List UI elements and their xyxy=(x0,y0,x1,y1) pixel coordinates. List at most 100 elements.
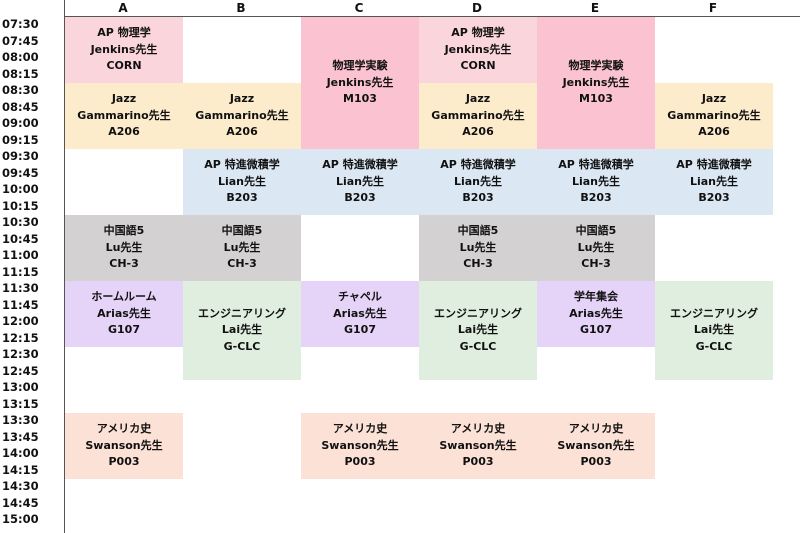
teacher-name: Arias先生 xyxy=(333,306,387,320)
teacher-name: Lian先生 xyxy=(217,174,267,188)
room-code: A206 xyxy=(108,125,140,139)
room-code: G107 xyxy=(108,323,140,337)
class-name: AP 特進微積学 xyxy=(204,158,280,172)
room-code: A206 xyxy=(698,125,730,139)
room-code: G-CLC xyxy=(695,339,733,353)
teacher-name: Arias先生 xyxy=(569,306,623,320)
time-label: 07:45 xyxy=(2,33,39,48)
class-name: 中国語5 xyxy=(575,224,617,238)
time-label: 14:45 xyxy=(2,495,39,510)
time-label: 13:15 xyxy=(2,396,39,411)
column-header-b: B xyxy=(236,1,246,15)
room-code: CH-3 xyxy=(581,257,611,271)
teacher-name: Lai先生 xyxy=(221,323,263,337)
teacher-name: Swanson先生 xyxy=(439,438,517,452)
room-code: CORN xyxy=(460,59,496,73)
room-code: CH-3 xyxy=(463,257,493,271)
class-name: アメリカ史 xyxy=(96,422,152,436)
time-label: 10:45 xyxy=(2,231,39,246)
time-label: 13:30 xyxy=(2,413,39,427)
time-label: 11:30 xyxy=(2,281,39,295)
time-label: 15:00 xyxy=(2,512,39,526)
teacher-name: Lu先生 xyxy=(459,240,497,254)
class-block[interactable]: AP 特進微積学 Lian先生 B203 xyxy=(301,149,419,215)
time-label: 09:45 xyxy=(2,165,39,180)
class-name: ホームルーム xyxy=(91,290,157,304)
time-label: 09:30 xyxy=(2,149,39,163)
class-name: Jazz xyxy=(229,92,255,106)
class-name: エンジニアリング xyxy=(198,306,286,320)
teacher-name: Lian先生 xyxy=(335,174,385,188)
room-code: M103 xyxy=(579,92,613,106)
room-code: G-CLC xyxy=(223,339,261,353)
room-code: G107 xyxy=(580,323,612,337)
time-label: 14:30 xyxy=(2,479,39,493)
time-label: 08:45 xyxy=(2,99,39,114)
time-label: 12:00 xyxy=(2,314,39,328)
room-code: B203 xyxy=(344,191,376,205)
time-label: 10:30 xyxy=(2,215,39,229)
class-name: 中国語5 xyxy=(221,224,263,238)
teacher-name: Lai先生 xyxy=(693,323,735,337)
room-code: P003 xyxy=(462,455,494,469)
room-code: CH-3 xyxy=(227,257,257,271)
teacher-name: Lu先生 xyxy=(577,240,615,254)
time-label: 14:15 xyxy=(2,462,39,477)
class-name: 中国語5 xyxy=(103,224,145,238)
time-label: 07:30 xyxy=(2,17,39,31)
teacher-name: Jenkins先生 xyxy=(444,42,512,56)
time-label: 14:00 xyxy=(2,446,39,460)
class-block[interactable]: エンジニアリング Lai先生 G-CLC xyxy=(183,281,301,380)
teacher-name: Lian先生 xyxy=(689,174,739,188)
time-label: 13:45 xyxy=(2,429,39,444)
time-label: 10:15 xyxy=(2,198,39,213)
room-code: M103 xyxy=(343,92,377,106)
room-code: A206 xyxy=(462,125,494,139)
time-axis-divider xyxy=(64,0,65,533)
room-code: P003 xyxy=(108,455,140,469)
class-name: アメリカ史 xyxy=(568,422,624,436)
time-label: 12:15 xyxy=(2,330,39,345)
room-code: P003 xyxy=(344,455,376,469)
class-name: AP 特進微積学 xyxy=(322,158,398,172)
class-name: Jazz xyxy=(465,92,491,106)
teacher-name: Gammarino先生 xyxy=(667,108,761,122)
room-code: B203 xyxy=(698,191,730,205)
class-name: AP 特進微積学 xyxy=(558,158,634,172)
teacher-name: Arias先生 xyxy=(97,306,151,320)
teacher-name: Lian先生 xyxy=(453,174,503,188)
teacher-name: Jenkins先生 xyxy=(90,42,158,56)
class-block[interactable]: ホームルーム Arias先生 G107 xyxy=(65,281,183,347)
time-label: 11:00 xyxy=(2,248,39,262)
column-header-f: F xyxy=(708,1,718,15)
class-name: チャペル xyxy=(338,290,382,304)
time-label: 13:00 xyxy=(2,380,39,394)
teacher-name: Swanson先生 xyxy=(321,438,399,452)
class-name: エンジニアリング xyxy=(434,306,522,320)
